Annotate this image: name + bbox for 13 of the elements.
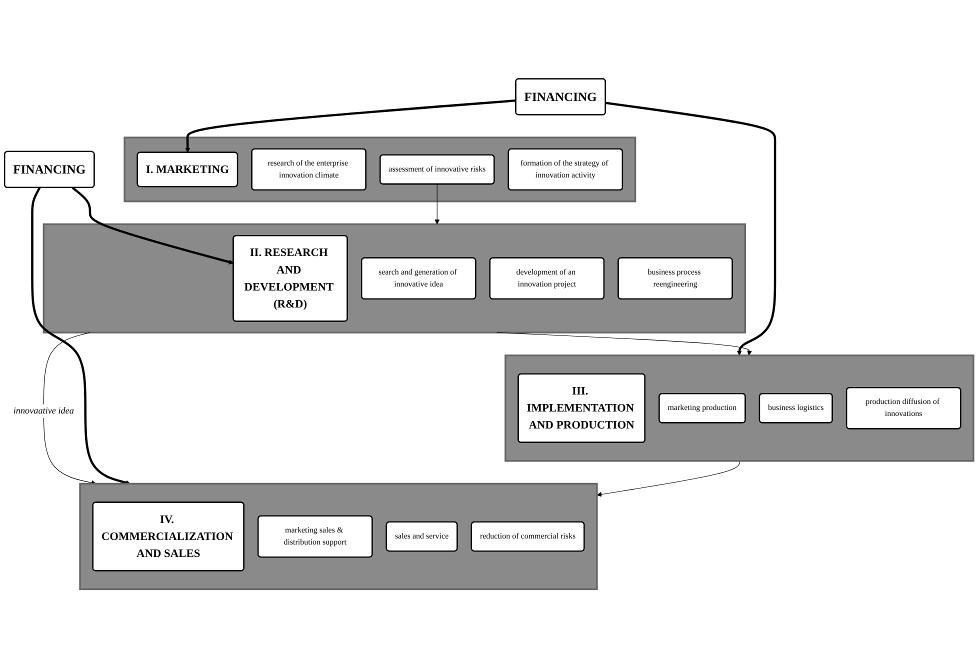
cluster — [42, 223, 746, 334]
arrow — [596, 460, 740, 497]
edge-label: innovaative idea — [13, 406, 74, 416]
arrow — [605, 102, 776, 356]
arrow — [43, 332, 96, 486]
arrow — [434, 184, 440, 224]
arrow — [72, 186, 234, 264]
arrow — [496, 332, 752, 356]
cluster — [124, 136, 636, 202]
cluster — [504, 354, 974, 462]
arrow — [185, 99, 516, 153]
arrow — [31, 186, 131, 486]
cluster — [79, 482, 598, 590]
